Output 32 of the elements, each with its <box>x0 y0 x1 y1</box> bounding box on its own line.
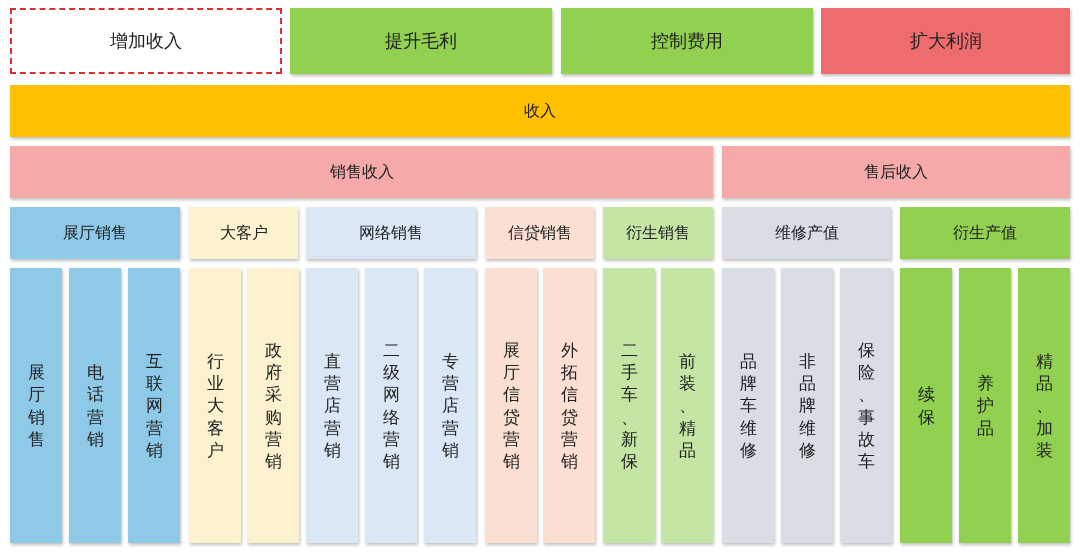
group-box: 信贷销售 <box>485 207 594 259</box>
revenue-bar: 收入 <box>10 85 1070 137</box>
column-box: 专营店营销 <box>424 268 476 543</box>
category-bar: 售后收入 <box>722 146 1070 198</box>
group-box: 衍生产值 <box>900 207 1070 259</box>
column-box: 外拓信贷营销 <box>543 268 595 543</box>
column-box: 前装、精品 <box>661 268 713 543</box>
goal-box: 控制费用 <box>561 8 813 74</box>
column-box: 直营店营销 <box>306 268 358 543</box>
goal-box: 扩大利润 <box>821 8 1070 74</box>
group-box: 网络销售 <box>306 207 476 259</box>
column-box: 续保 <box>900 268 952 543</box>
column-box: 品牌车维修 <box>722 268 774 543</box>
group-box: 展厅销售 <box>10 207 180 259</box>
column-box: 行业大客户 <box>189 268 241 543</box>
column-box: 展厅销售 <box>10 268 62 543</box>
column-box: 非品牌维修 <box>781 268 833 543</box>
column-box: 展厅信贷营销 <box>485 268 537 543</box>
category-bar: 销售收入 <box>10 146 713 198</box>
column-box: 养护品 <box>959 268 1011 543</box>
goal-box: 提升毛利 <box>290 8 552 74</box>
group-box: 大客户 <box>189 207 298 259</box>
column-box: 二级网络营销 <box>365 268 417 543</box>
goal-box: 增加收入 <box>10 8 282 74</box>
column-box: 二手车、新保 <box>603 268 655 543</box>
column-box: 政府采购营销 <box>247 268 299 543</box>
group-box: 维修产值 <box>722 207 891 259</box>
column-box: 精品、加装 <box>1018 268 1070 543</box>
group-box: 衍生销售 <box>603 207 713 259</box>
column-box: 电话营销 <box>69 268 121 543</box>
column-box: 保险、事故车 <box>840 268 892 543</box>
column-box: 互联网营销 <box>128 268 180 543</box>
